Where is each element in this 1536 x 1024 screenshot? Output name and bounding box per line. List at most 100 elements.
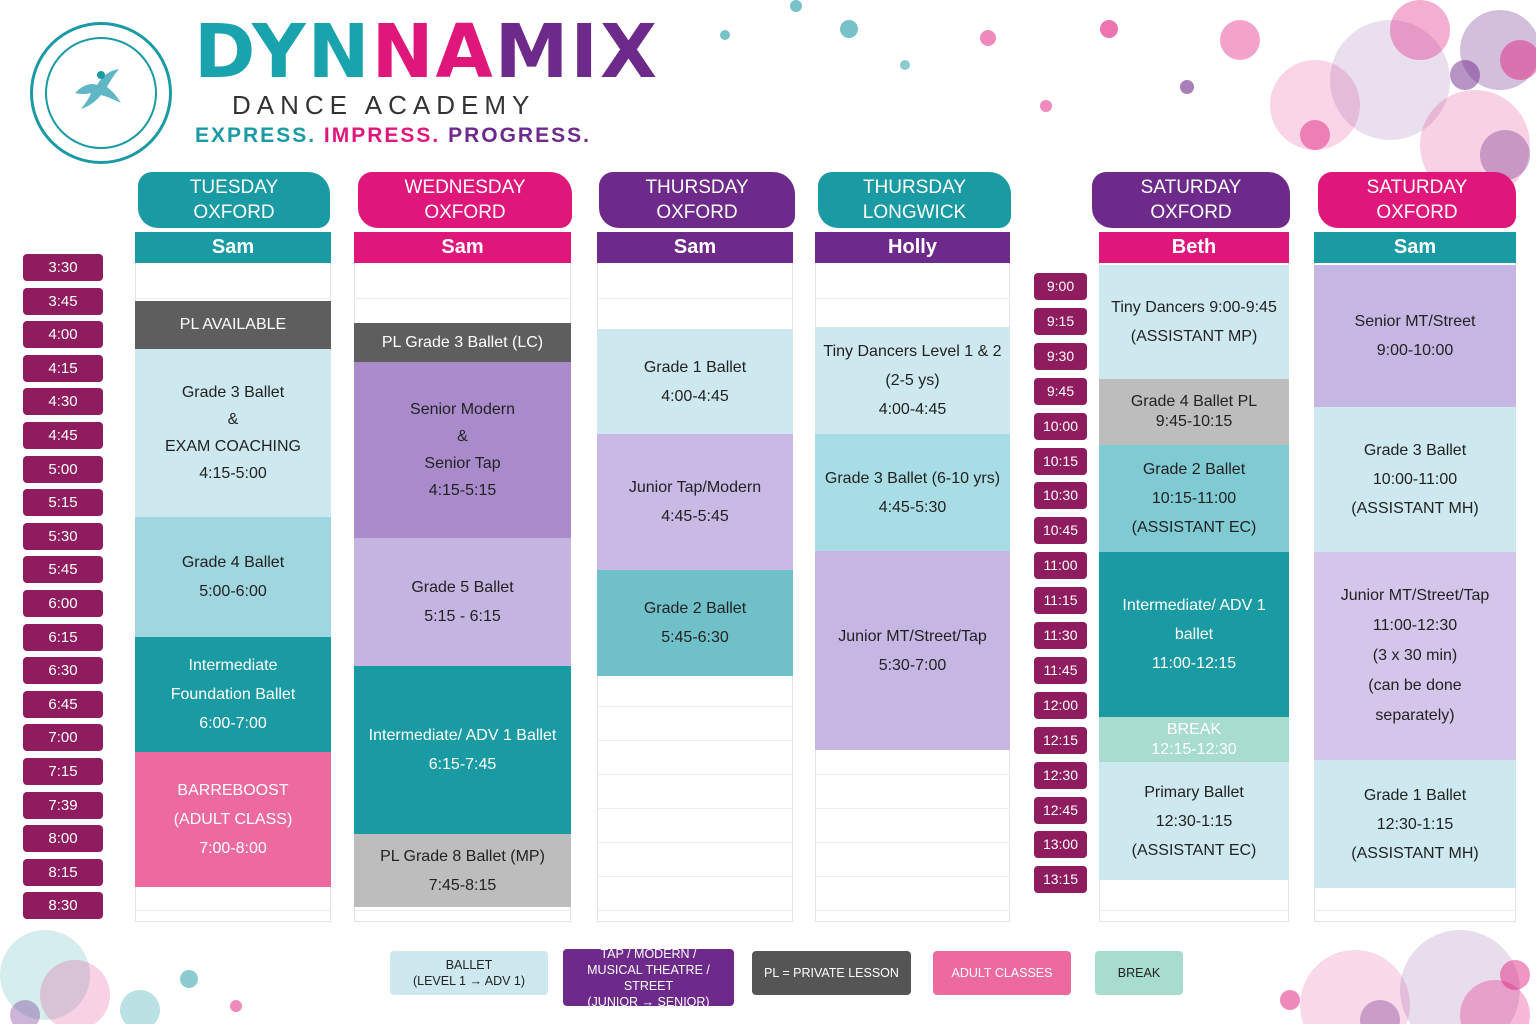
class-block[interactable]: BARREBOOST(ADULT CLASS)7:00-8:00 — [135, 752, 331, 887]
class-text-line: 7:00-8:00 — [199, 840, 267, 857]
splatter-dot — [1400, 930, 1520, 1024]
splatter-dot — [790, 0, 802, 12]
class-text-line: & — [227, 411, 239, 428]
grid-line — [597, 706, 793, 707]
day-location: LONGWICK — [862, 202, 967, 223]
legend-item: BREAK — [1095, 951, 1183, 995]
time-slot-pm: 5:30 — [23, 522, 103, 550]
time-slot-am: 9:15 — [1034, 307, 1087, 335]
time-slot-pm: 5:15 — [23, 489, 103, 517]
class-text-line: (2-5 ys) — [885, 372, 940, 389]
splatter-dot — [1220, 20, 1260, 60]
splatter-dot — [1390, 0, 1450, 60]
teacher-name: Beth — [1099, 232, 1289, 263]
tagline-impress: IMPRESS. — [323, 124, 441, 147]
teacher-name: Sam — [597, 232, 793, 263]
day-name: THURSDAY — [645, 177, 749, 198]
grid-line — [597, 740, 793, 741]
time-slot-am: 12:30 — [1034, 761, 1087, 789]
splatter-dot — [1040, 100, 1052, 112]
day-name: TUESDAY — [189, 177, 279, 198]
splatter-dot — [230, 1000, 242, 1012]
grid-line — [135, 910, 331, 911]
brand-name-part2: NA — [371, 9, 495, 95]
teacher-name: Sam — [135, 232, 331, 263]
splatter-dot — [1480, 130, 1530, 180]
grid-line — [1314, 910, 1516, 911]
class-text-line: 11:00-12:15 — [1151, 655, 1237, 672]
class-text-line: Junior Tap/Modern — [628, 479, 762, 496]
class-text-line: Grade 3 Ballet — [181, 384, 285, 401]
legend-text-line: MUSICAL THEATRE / STREET — [587, 962, 710, 993]
legend-text-line: ADULT CLASSES — [951, 966, 1053, 980]
class-block[interactable]: Tiny Dancers Level 1 & 2 (2-5 ys) 4:00-4:4… — [815, 327, 1010, 434]
class-text-line: (can be done — [1368, 677, 1462, 694]
class-text-line: Junior MT/Street/Tap — [838, 627, 987, 645]
splatter-dot — [900, 60, 910, 70]
class-text-line: (3 x 30 min) — [1372, 647, 1458, 664]
splatter-dot — [1180, 80, 1194, 94]
class-block[interactable]: Grade 3 Ballet (6-10 yrs)4:45-5:30 — [815, 434, 1010, 551]
class-text-line: 5:45-6:30 — [661, 629, 729, 646]
time-slot-pm: 7:15 — [23, 758, 103, 785]
class-text-line: 10:15-11:00 — [1151, 490, 1237, 507]
grid-line — [815, 842, 1010, 843]
class-text-line: Grade 3 Ballet (6-10 yrs) — [824, 469, 1001, 487]
class-text-line: Tiny Dancers Level 1 & 2 — [823, 343, 1002, 360]
class-text-line: 5:00-6:00 — [199, 583, 267, 600]
class-text-line: separately) — [1375, 707, 1455, 724]
time-slot-pm: 6:45 — [23, 690, 103, 718]
time-slot-pm: 6:30 — [23, 657, 103, 685]
class-block[interactable]: PL AVAILABLE — [135, 301, 331, 349]
class-block[interactable]: PL Grade 8 Ballet (MP)7:45-8:15 — [354, 834, 571, 907]
time-slot-pm: 7:00 — [23, 724, 103, 752]
splatter-dot — [1330, 20, 1450, 140]
class-text-line: & — [457, 428, 468, 445]
class-text-line: Senior Tap — [424, 455, 501, 472]
class-text-line: 12:15-12:30 — [1151, 740, 1237, 758]
class-text-line: 4:45-5:45 — [661, 508, 729, 525]
splatter-dot — [720, 30, 730, 40]
grid-line — [597, 808, 793, 809]
grid-line — [135, 298, 331, 299]
splatter-dot — [0, 930, 90, 1020]
grid-line — [597, 298, 793, 299]
grid-line — [815, 876, 1010, 877]
legend-text-line: TAP / MODERN / — [600, 946, 697, 961]
time-slot-pm: 4:30 — [23, 388, 103, 416]
class-text-line: Intermediate/ ADV 1 Ballet — [368, 727, 557, 744]
time-slot-am: 12:00 — [1034, 691, 1087, 719]
teacher-name: Sam — [1314, 232, 1516, 263]
class-block[interactable]: Tiny Dancers 9:00-9:45(ASSISTANT MP) — [1099, 265, 1289, 379]
class-text-line: (ASSISTANT MH) — [1351, 500, 1479, 517]
class-text-line: 4:00-4:45 — [878, 401, 947, 418]
time-slot-pm: 8:00 — [23, 825, 103, 853]
legend-text-line: PL = PRIVATE LESSON — [764, 966, 899, 980]
grid-line — [597, 910, 793, 911]
class-block[interactable]: PL Grade 3 Ballet (LC) — [354, 323, 571, 362]
legend-text-line: (JUNIOR → SENIOR) — [587, 994, 710, 1009]
splatter-dot — [840, 20, 858, 38]
time-slot-am: 10:30 — [1034, 482, 1087, 510]
splatter-dot — [10, 1000, 40, 1024]
class-block[interactable]: Junior Tap/Modern 4:45-5:45 — [597, 434, 793, 570]
